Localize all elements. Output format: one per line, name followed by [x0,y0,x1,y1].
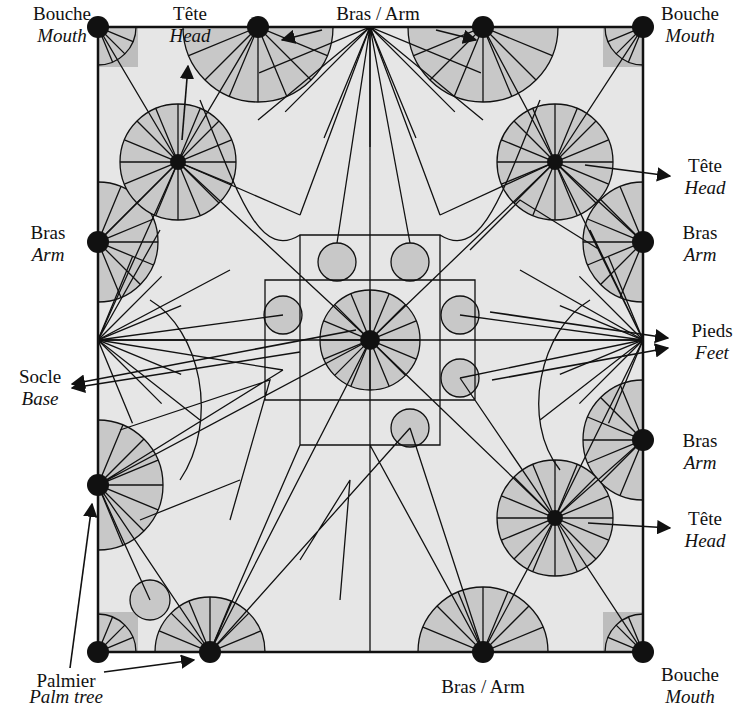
part-label: Bouche [33,3,91,25]
part-label: Bouche [661,664,719,686]
part-label: Socle [19,366,61,388]
part-label: Bras / Arm [441,676,524,698]
part-label: Bras [683,222,718,244]
part-label: Bras [683,430,718,452]
part-label: Head [684,177,725,199]
part-label: Pieds [691,320,732,342]
part-label: Tête [173,3,207,25]
part-label: Head [169,25,210,47]
part-label: Tête [688,155,722,177]
part-label: Palm tree [29,686,103,708]
part-label: Bouche [661,3,719,25]
part-label: Bras / Arm [336,3,419,25]
part-label: Arm [684,244,717,266]
part-label: Mouth [665,686,715,708]
part-label: Head [684,530,725,552]
part-label: Mouth [37,25,87,47]
part-label: Tête [688,508,722,530]
part-label: Base [22,388,59,410]
part-label: Mouth [665,25,715,47]
part-label: Arm [32,244,65,266]
part-label: Bras [31,222,66,244]
part-label: Feet [695,342,729,364]
part-label: Arm [684,452,717,474]
